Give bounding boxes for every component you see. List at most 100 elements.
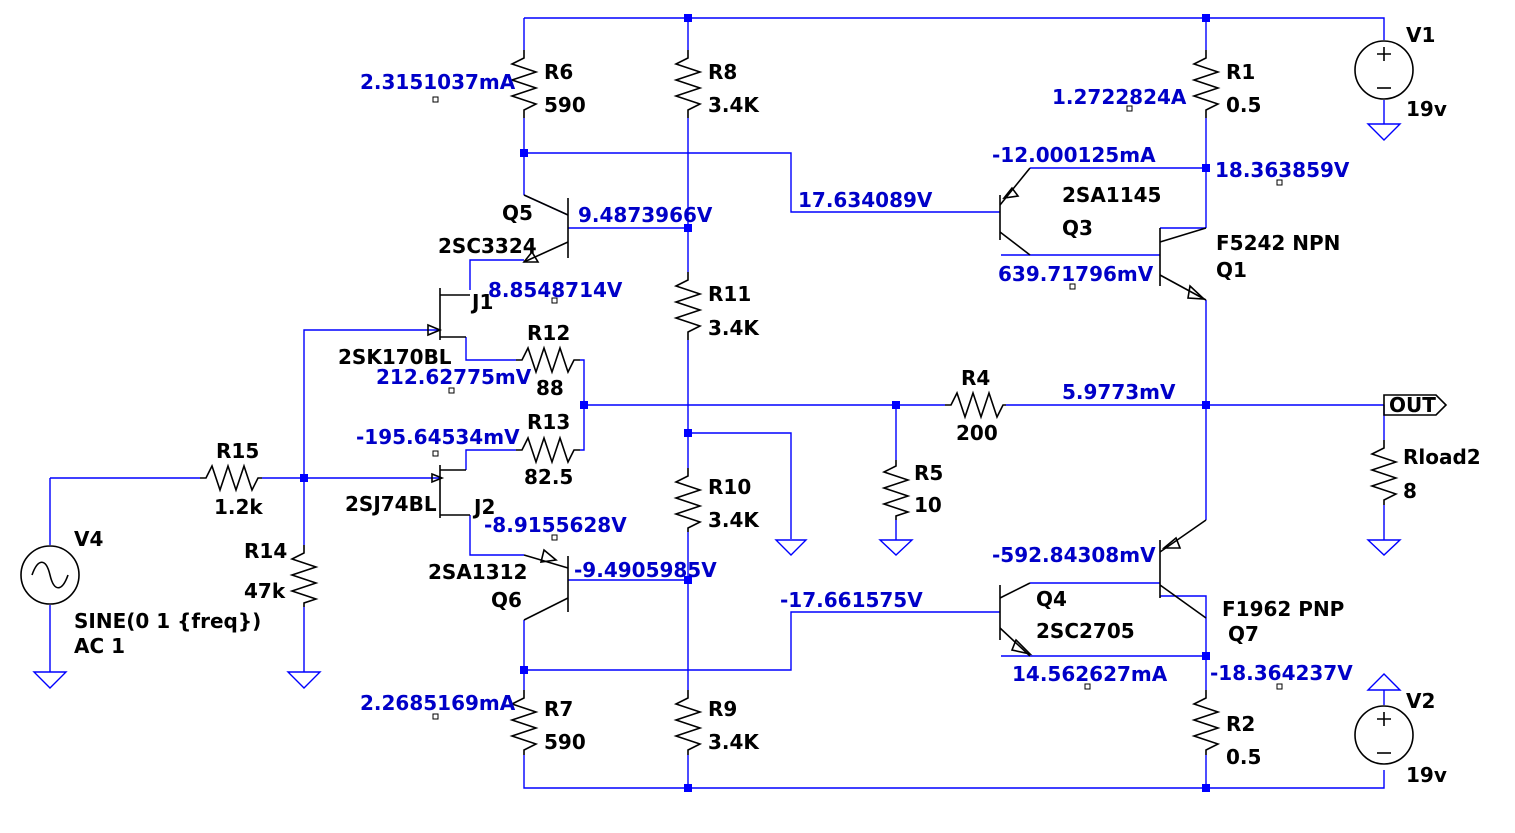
op-label: 18.363859V bbox=[1215, 158, 1350, 182]
r7-name: R7 bbox=[544, 697, 573, 721]
wires bbox=[49, 17, 1385, 789]
q5-name: Q5 bbox=[502, 201, 533, 225]
r5-value: 10 bbox=[914, 493, 942, 517]
j2-name: J2 bbox=[472, 495, 495, 519]
r12-value: 88 bbox=[536, 376, 564, 400]
r9-name: R9 bbox=[708, 697, 737, 721]
v4-extra: AC 1 bbox=[74, 634, 125, 658]
r15-name: R15 bbox=[216, 439, 259, 463]
r1-name: R1 bbox=[1226, 60, 1255, 84]
r7-value: 590 bbox=[544, 730, 586, 754]
r11-value: 3.4K bbox=[708, 316, 760, 340]
op-label: 9.4873966V bbox=[578, 203, 713, 227]
resistor-r4 bbox=[945, 390, 1006, 420]
r4-name: R4 bbox=[961, 366, 990, 390]
op-label: 639.71796mV bbox=[998, 262, 1154, 286]
v1-value: 19v bbox=[1406, 97, 1447, 121]
op-label: 17.634089V bbox=[798, 188, 933, 212]
q5-model: 2SC3324 bbox=[438, 234, 537, 258]
jfet-j1 bbox=[427, 288, 470, 340]
q3-name: Q3 bbox=[1062, 216, 1093, 240]
op-label: 14.562627mA bbox=[1012, 662, 1168, 686]
r10-name: R10 bbox=[708, 475, 751, 499]
voltage-source-v1 bbox=[1354, 40, 1414, 100]
op-label: -9.4905985V bbox=[574, 558, 717, 582]
transistor-q1 bbox=[1159, 227, 1207, 301]
v4-name: V4 bbox=[74, 527, 103, 551]
r6-name: R6 bbox=[544, 60, 573, 84]
r13-value: 82.5 bbox=[524, 465, 573, 489]
transistor-q4 bbox=[999, 582, 1033, 657]
resistor-r12 bbox=[516, 345, 580, 375]
q4-model: 2SC2705 bbox=[1036, 619, 1135, 643]
transistor-q5 bbox=[522, 194, 569, 263]
output-port: OUT bbox=[1383, 393, 1448, 417]
r8-name: R8 bbox=[708, 60, 737, 84]
r11-name: R11 bbox=[708, 282, 751, 306]
voltage-source-v2 bbox=[1354, 705, 1414, 765]
j1-name: J1 bbox=[470, 290, 493, 314]
q7-name: Q7 bbox=[1228, 622, 1259, 646]
q6-model: 2SA1312 bbox=[428, 560, 527, 584]
op-label: 5.9773mV bbox=[1062, 380, 1176, 404]
resistor-r7 bbox=[509, 690, 539, 755]
out-label: OUT bbox=[1389, 393, 1436, 417]
resistor-r10 bbox=[673, 468, 703, 532]
resistor-r5 bbox=[881, 460, 911, 520]
ground-symbols bbox=[32, 123, 1402, 691]
resistor-r6 bbox=[509, 50, 539, 118]
resistor-r11 bbox=[673, 272, 703, 340]
junctions bbox=[300, 14, 1210, 792]
component-labels: R6 590 R8 3.4K R1 0.5 V1 19v Q5 2SC3324 … bbox=[74, 23, 1481, 787]
r12-name: R12 bbox=[527, 321, 570, 345]
resistor-r13 bbox=[516, 435, 580, 465]
op-label: 2.2685169mA bbox=[360, 691, 516, 715]
q1-model: F5242 NPN bbox=[1216, 231, 1340, 255]
r13-name: R13 bbox=[527, 410, 570, 434]
r2-name: R2 bbox=[1226, 712, 1255, 736]
op-label: 212.62775mV bbox=[376, 365, 532, 389]
resistor-r9 bbox=[673, 690, 703, 755]
sine-source-v4 bbox=[20, 545, 80, 605]
rload2-value: 8 bbox=[1403, 479, 1417, 503]
resistor-r2 bbox=[1191, 690, 1221, 755]
r10-value: 3.4K bbox=[708, 508, 760, 532]
transistor-q6 bbox=[523, 548, 569, 621]
r4-value: 200 bbox=[956, 421, 998, 445]
v1-name: V1 bbox=[1406, 23, 1435, 47]
r14-name: R14 bbox=[244, 539, 287, 563]
j2-model: 2SJ74BL bbox=[345, 492, 437, 516]
jfet-j2 bbox=[431, 465, 470, 518]
r6-value: 590 bbox=[544, 93, 586, 117]
v2-name: V2 bbox=[1406, 689, 1435, 713]
q1-name: Q1 bbox=[1216, 258, 1247, 282]
op-label: -17.661575V bbox=[780, 588, 923, 612]
resistor-r14 bbox=[289, 545, 319, 607]
r14-value: 47k bbox=[244, 579, 286, 603]
r5-name: R5 bbox=[914, 461, 943, 485]
r15-value: 1.2k bbox=[214, 495, 263, 519]
r9-value: 3.4K bbox=[708, 730, 760, 754]
v4-value: SINE(0 1 {freq}) bbox=[74, 609, 261, 633]
v2-value: 19v bbox=[1406, 763, 1447, 787]
op-label: 2.3151037mA bbox=[360, 70, 516, 94]
r2-value: 0.5 bbox=[1226, 745, 1261, 769]
operating-point-labels: 2.3151037mA 1.2722824A -12.000125mA 18.3… bbox=[356, 70, 1353, 720]
op-label: 1.2722824A bbox=[1052, 85, 1187, 109]
j1-model: 2SK170BL bbox=[338, 345, 452, 369]
transistor-q7 bbox=[1159, 519, 1207, 619]
q6-name: Q6 bbox=[491, 588, 522, 612]
q4-name: Q4 bbox=[1036, 587, 1067, 611]
op-label: -8.9155628V bbox=[484, 513, 627, 537]
op-label: -592.84308mV bbox=[992, 543, 1156, 567]
rload2-name: Rload2 bbox=[1403, 445, 1481, 469]
q3-model: 2SA1145 bbox=[1062, 183, 1161, 207]
op-label: -18.364237V bbox=[1210, 661, 1353, 685]
resistor-r15 bbox=[200, 463, 262, 493]
transistor-q3 bbox=[999, 167, 1031, 256]
op-label: -12.000125mA bbox=[992, 143, 1156, 167]
resistor-rload2 bbox=[1369, 440, 1399, 505]
op-label: -195.64534mV bbox=[356, 425, 520, 449]
resistor-r8 bbox=[673, 50, 703, 118]
